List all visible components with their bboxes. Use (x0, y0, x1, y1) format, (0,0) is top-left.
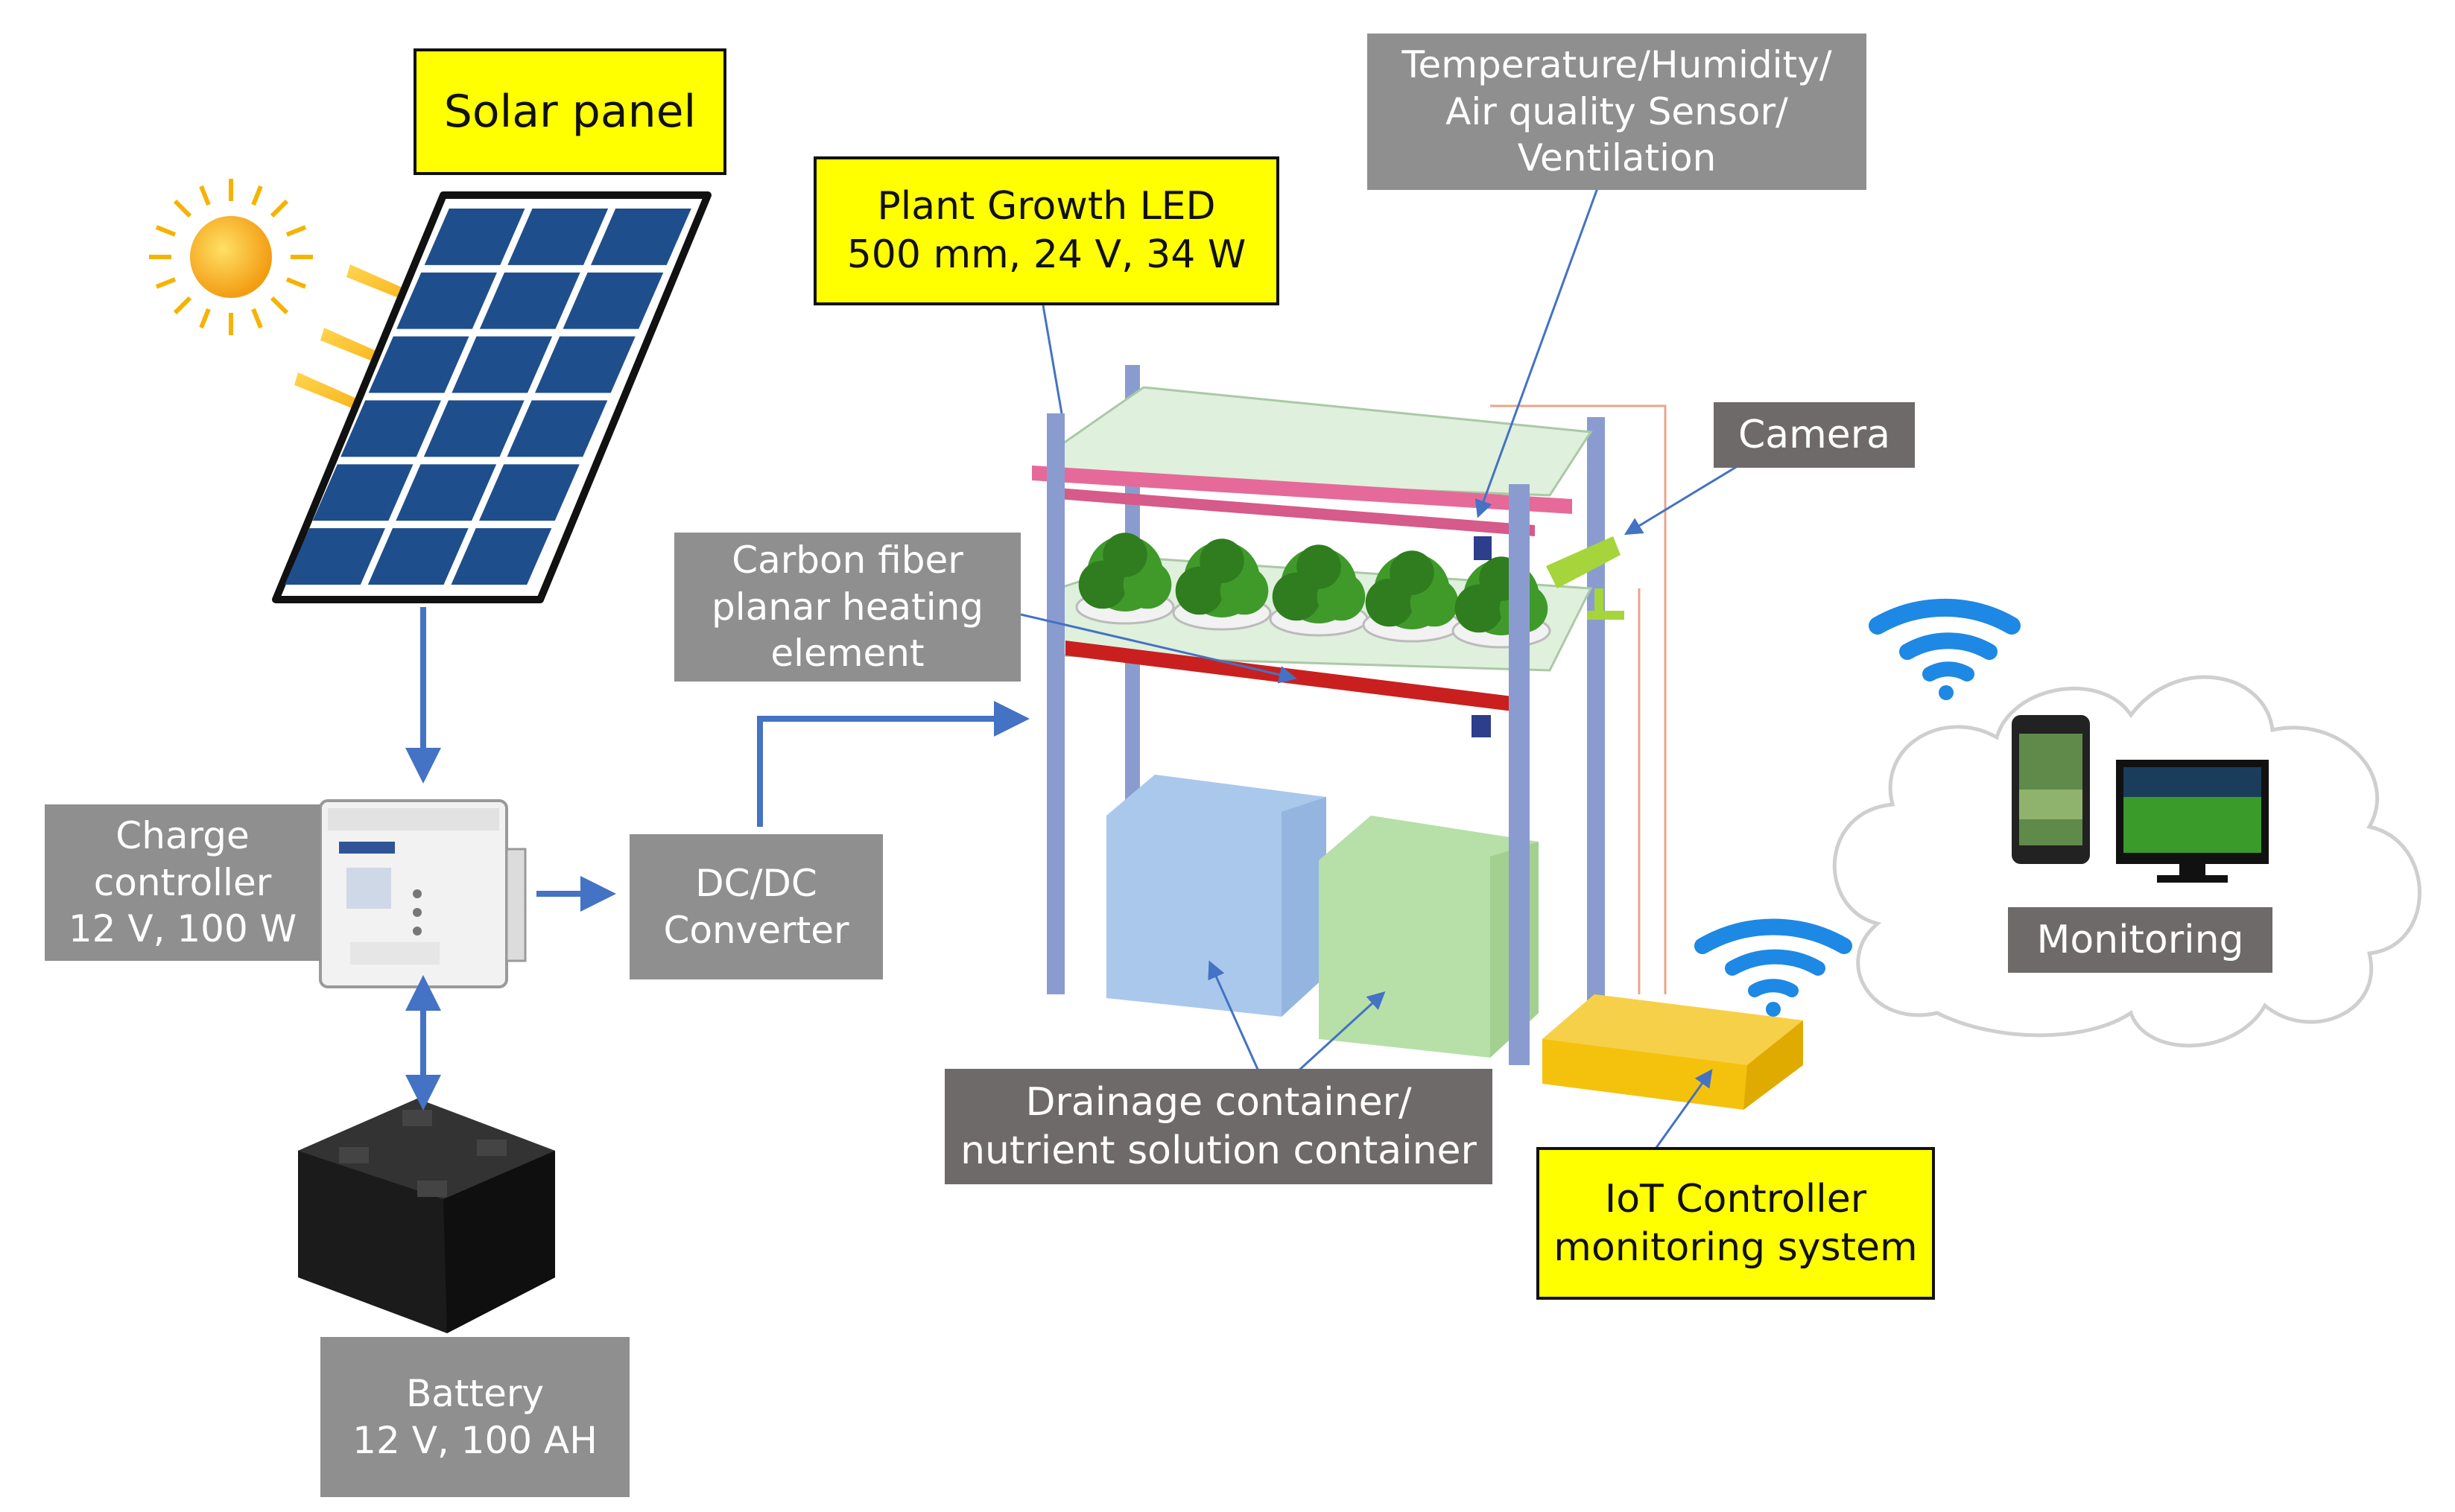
pointer-lines (1020, 185, 1752, 1152)
plant (1451, 556, 1551, 649)
solar-cell (479, 272, 580, 329)
battery-icon (298, 1099, 555, 1333)
solar-cell (563, 272, 664, 329)
solar-cell (285, 528, 385, 585)
camera-text: Camera (1737, 412, 1891, 457)
wifi-icon (1869, 598, 2021, 700)
solar-cell (396, 464, 497, 521)
camera-icon (1546, 536, 1624, 620)
plant (1172, 539, 1272, 631)
solar-cell (479, 464, 580, 521)
carbon-fiber-label: Carbon fiber planar heating element (674, 533, 1021, 682)
dcdc-line-1: DC/DC (695, 862, 817, 905)
sensor-label: Temperature/Humidity/ Air quality Sensor… (1367, 34, 1866, 190)
charge-controller-label: Charge controller 12 V, 100 W (45, 804, 320, 961)
solar-panel-label: Solar panel (414, 48, 726, 175)
battery-label: Battery 12 V, 100 AH (320, 1337, 630, 1497)
solar-cell (340, 400, 441, 457)
monitoring-label: Monitoring (2008, 907, 2272, 973)
drainage-line-2: nutrient solution container (960, 1128, 1477, 1173)
solar-cell (535, 336, 636, 393)
sensor-line-2: Air quality Sensor/ (1445, 89, 1788, 133)
sun-icon (149, 179, 313, 335)
sensor-line-3: Ventilation (1517, 136, 1717, 180)
battery-line-2: 12 V, 100 AH (352, 1418, 598, 1462)
charge-controller-icon (319, 799, 527, 988)
solar-panel-icon (272, 191, 712, 603)
iot-controller-label: IoT Controller monitoring system (1536, 1147, 1935, 1300)
solar-cell (424, 209, 525, 265)
wifi-icon (1694, 918, 1852, 1017)
charge-controller-line-1: Charge (115, 814, 250, 858)
iot-box-icon (1542, 994, 1803, 1110)
plant (1075, 533, 1175, 625)
solar-cell (423, 400, 525, 457)
iot-line-2: monitoring system (1553, 1224, 1918, 1270)
dcdc-converter-label: DC/DC Converter (630, 834, 883, 979)
smartphone-icon (2012, 715, 2090, 864)
drainage-line-1: Drainage container/ (1025, 1079, 1412, 1125)
charge-controller-line-3: 12 V, 100 W (68, 907, 297, 951)
plant-rack-icon (1032, 365, 1667, 1065)
plant-led-line-2: 500 mm, 24 V, 34 W (846, 232, 1246, 277)
solar-cell (507, 400, 608, 457)
plant-led-line-1: Plant Growth LED (877, 184, 1216, 229)
drainage-label: Drainage container/ nutrient solution co… (945, 1069, 1492, 1184)
carbon-fiber-line-3: element (770, 632, 925, 676)
power-arrows (405, 607, 1030, 1111)
solar-cell (367, 528, 469, 585)
sensor-line-1: Temperature/Humidity/ (1401, 43, 1832, 87)
monitor-icon (2116, 760, 2269, 883)
plant-led-label: Plant Growth LED 500 mm, 24 V, 34 W (814, 156, 1279, 305)
plant (1269, 544, 1369, 637)
solar-cell (396, 272, 497, 329)
solar-cell (368, 336, 469, 393)
solar-panel-text: Solar panel (443, 85, 697, 138)
solar-cell (591, 209, 691, 265)
battery-line-1: Battery (405, 1372, 545, 1415)
solar-cell (451, 528, 552, 585)
monitoring-text: Monitoring (2036, 917, 2244, 962)
iot-line-1: IoT Controller (1604, 1176, 1867, 1222)
dcdc-line-2: Converter (663, 908, 849, 952)
solar-cell (312, 464, 414, 521)
solar-cell (507, 209, 609, 265)
carbon-fiber-line-1: Carbon fiber (732, 539, 963, 582)
camera-label: Camera (1714, 402, 1915, 468)
carbon-fiber-line-2: planar heating (711, 585, 984, 629)
solar-cell (452, 336, 553, 393)
charge-controller-line-2: controller (93, 860, 272, 904)
plant (1362, 550, 1462, 643)
